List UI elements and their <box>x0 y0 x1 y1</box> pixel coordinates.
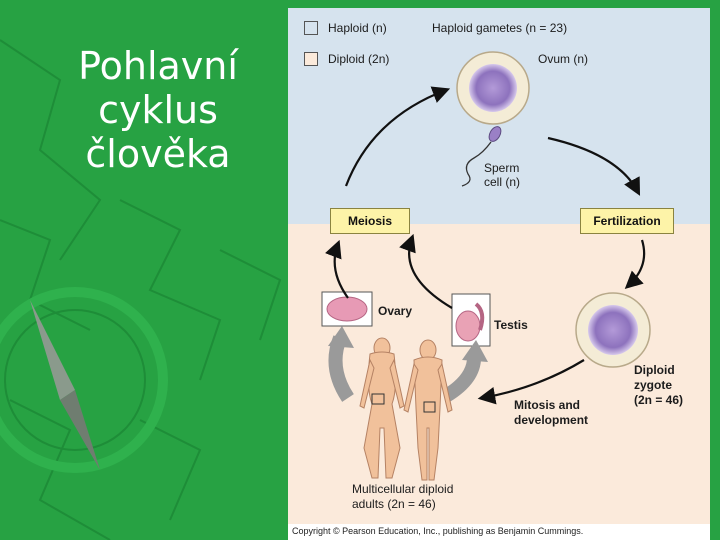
mitosis-label: Mitosis and development <box>514 398 588 428</box>
fertilization-box: Fertilization <box>580 208 674 234</box>
copyright-notice: Copyright © Pearson Education, Inc., pub… <box>292 526 584 536</box>
testis-icon <box>451 293 491 347</box>
zygote-label-line-1: Diploid <box>634 363 675 377</box>
legend-diploid-label: Diploid (2n) <box>328 52 390 66</box>
mitosis-label-line-2: development <box>514 413 589 427</box>
arrow-fertilization-to-zygote <box>624 239 646 289</box>
ovary-icon <box>321 291 373 327</box>
adults-label-line-2: adults (2n = 46) <box>352 497 436 511</box>
ovary-label: Ovary <box>378 304 413 318</box>
legend-haploid-swatch <box>304 21 318 35</box>
sperm-icon <box>461 126 502 187</box>
adults-label-line-1: Multicellular diploid <box>352 482 454 496</box>
arrow-ovary-to-meiosis <box>325 239 349 299</box>
arrow-meiosis-to-ovum <box>344 86 451 187</box>
legend-diploid-swatch <box>304 52 318 66</box>
human-life-cycle-figure: Haploid (n) Diploid (2n) Haploid gametes… <box>288 8 710 540</box>
title-line-3: člověka <box>85 132 231 176</box>
life-cycle-diagram <box>288 8 710 540</box>
mitosis-label-line-1: Mitosis and <box>514 398 581 412</box>
ovum-nucleus <box>469 64 517 112</box>
man-figure <box>403 339 453 481</box>
meiosis-box: Meiosis <box>330 208 410 234</box>
zygote-label-line-2: zygote <box>634 378 673 392</box>
slide-title: Pohlavní cyklus člověka <box>48 44 268 176</box>
woman-figure <box>359 337 405 479</box>
zygote-nucleus <box>588 305 638 355</box>
background-map-lines <box>0 39 282 540</box>
zygote-label: Diploid zygote (2n = 46) <box>634 363 683 408</box>
title-line-1: Pohlavní <box>78 44 238 88</box>
zygote-label-line-3: (2n = 46) <box>634 393 684 407</box>
man-testis-marker <box>423 401 436 413</box>
legend-haploid-label: Haploid (n) <box>328 21 387 35</box>
sperm-label-line-1: Sperm <box>484 161 520 175</box>
arrow-gametes-to-fertilization <box>547 136 641 196</box>
haploid-gametes-label: Haploid gametes (n = 23) <box>432 21 568 35</box>
testis-gray-arrowhead <box>462 340 488 362</box>
ovum-label: Ovum (n) <box>538 52 589 66</box>
compass-icon <box>0 287 168 473</box>
adults-label: Multicellular diploid adults (2n = 46) <box>352 482 453 512</box>
sperm-label: Sperm cell (n) <box>484 161 520 189</box>
woman-ovary-marker <box>371 393 385 405</box>
copyright-strip <box>288 524 710 540</box>
ovary-gray-arrowhead <box>328 326 354 348</box>
arrow-zygote-to-adults <box>477 359 585 405</box>
sperm-label-line-2: cell (n) <box>484 175 521 189</box>
title-line-2: cyklus <box>98 88 218 132</box>
arrow-testis-to-meiosis <box>399 233 453 309</box>
testis-label: Testis <box>494 318 528 332</box>
